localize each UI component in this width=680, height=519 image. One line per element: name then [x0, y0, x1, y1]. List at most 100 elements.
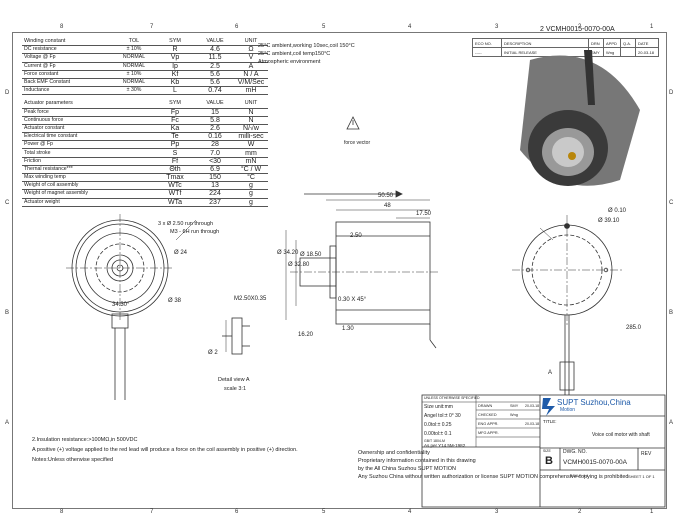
spec-cell: N / A [234, 70, 268, 79]
spec-cell: NORMAL [114, 78, 154, 88]
border-letter: C [669, 200, 674, 206]
spec-cell: ± 10% [114, 45, 154, 55]
tb-role-roles: ENG APPR. [478, 422, 499, 426]
border-letter: C [5, 200, 10, 206]
border-number: 4 [408, 509, 412, 515]
spec-cell: Power @ Fp [22, 140, 114, 150]
label-a: A [548, 370, 553, 376]
rev-cell: 20-03-18 [635, 47, 659, 57]
spec-cell: NORMAL [114, 53, 154, 63]
tb-title-label: TITLE: [543, 419, 557, 424]
note-top-3: Atmospheric environment [258, 59, 321, 65]
tb-own-2: Proprietary information contained in thi… [358, 458, 476, 464]
spec-cell [114, 100, 154, 109]
spec-cell: Vp [154, 53, 196, 63]
spec-cell: milli-sec [234, 132, 268, 142]
spec-cell: WTa [154, 198, 196, 207]
spec-cell [114, 157, 154, 166]
spec-cell: ± 10% [114, 70, 154, 79]
spec-cell: Continuous force [22, 116, 114, 125]
spec-cell: VALUE [196, 100, 234, 109]
tb-role-role_vals: SMY [510, 404, 519, 408]
spec-cell: L [154, 86, 196, 96]
border-number: 5 [322, 509, 326, 515]
spec-cell: UNIT [234, 100, 268, 109]
spec-cell: Max winding temp [22, 173, 114, 183]
tb-role-roles: CHECKED [478, 413, 497, 417]
spec-cell: Back EMF Constant [22, 78, 114, 88]
spec-cell: g [234, 181, 268, 191]
spec-cell [114, 148, 154, 158]
spec-cell: 0.16 [196, 132, 234, 142]
spec-cell [114, 173, 154, 183]
dim-130: 1.30 [342, 326, 354, 332]
border-number: 3 [495, 24, 499, 30]
note-top-2: 25°C ambient,coil temp150°C [258, 51, 331, 57]
spec-cell: Te [154, 132, 196, 142]
dim-m2: M2.50X0.35 [234, 296, 267, 302]
spec-cell: WTf [154, 189, 196, 199]
spec-cell: N/√w [234, 124, 268, 134]
spec-cell: Thernal resistance*** [22, 165, 114, 175]
spec-cell: Fp [154, 108, 196, 117]
border-letter: D [669, 90, 674, 96]
spec-cell: V [234, 53, 268, 63]
tb-tol2: 0.00tol:± 0.1 [424, 431, 452, 437]
spec-cell: W [234, 140, 268, 150]
tb-company: SUPT Suzhou,China [557, 398, 631, 407]
border-number: 1 [650, 24, 654, 30]
border-number: 8 [60, 24, 64, 30]
spec-cell: ± 30% [114, 86, 154, 96]
spec-cell: WTc [154, 181, 196, 191]
tb-scale: SCALE: 1:1 [570, 474, 589, 478]
border-number: 8 [60, 509, 64, 515]
spec-cell: 7.0 [196, 148, 234, 158]
spec-cell: 224 [196, 189, 234, 199]
spec-cell [114, 116, 154, 125]
spec-cell [114, 124, 154, 134]
spec-cell: A [234, 62, 268, 71]
spec-cell: 4.6 [196, 45, 234, 55]
detail-view-label: Detail view A [218, 377, 250, 383]
spec-cell: 5.8 [196, 116, 234, 125]
spec-cell: Winding constant [22, 38, 114, 47]
spec-cell: Actuator weight [22, 198, 114, 207]
spec-cell: Weight of magnet assembly [22, 189, 114, 199]
tb-own-1: Ownership and confidentiality [358, 450, 430, 456]
spec-cell: Actuator constant [22, 124, 114, 134]
border-letter: A [669, 420, 674, 426]
border-number: 6 [235, 24, 239, 30]
spec-cell: Kf [154, 70, 196, 79]
tb-title: Voice coil motor with shaft [592, 432, 650, 438]
spec-cell: Pp [154, 140, 196, 150]
border-number: 7 [150, 509, 154, 515]
spec-cell: °C / W [234, 165, 268, 175]
dim-chamfer: 0.30 X 45° [338, 297, 367, 303]
note-top-1: 25°C ambient,working 10sec,coil 150°C [258, 43, 355, 49]
spec-cell: Fc [154, 116, 196, 125]
border-letter: B [5, 310, 10, 316]
dim-3280: Ø 32.80 [288, 262, 310, 268]
border-number: 7 [150, 24, 154, 30]
supt-logo-icon [542, 398, 555, 416]
spec-cell: Θth [154, 165, 196, 175]
tb-dwg-label: DWG. NO. [563, 449, 587, 455]
tb-tol1: 0.0tol:± 0.25 [424, 422, 452, 428]
spec-cell: g [234, 198, 268, 207]
spec-cell: 2.6 [196, 124, 234, 134]
spec-cell: Ip [154, 62, 196, 71]
dim-2: Ø 2 [208, 350, 218, 356]
